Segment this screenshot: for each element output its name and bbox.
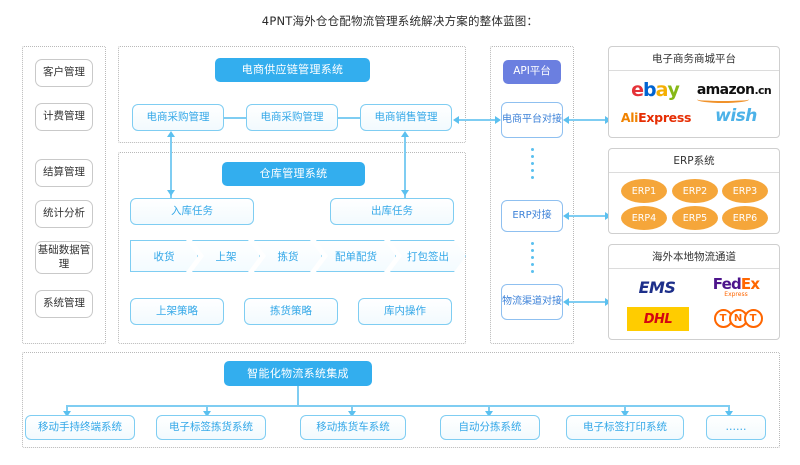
node-erp-adapter[interactable]: ERP对接	[501, 200, 563, 232]
node-putaway-strategy[interactable]: 上架策略	[130, 298, 224, 325]
link-purchase2-sales	[338, 117, 360, 119]
bottom-item-handheld[interactable]: 移动手持终端系统	[25, 415, 135, 440]
wish-logo: wish	[715, 106, 757, 126]
bottom-arrow-4	[485, 411, 493, 417]
sidebar-item-master-data[interactable]: 基础数据管理	[35, 241, 93, 274]
arrow-wms-to-inbound	[167, 190, 175, 196]
ems-logo: EMS	[638, 277, 676, 297]
panel-ecommerce-title: 电子商务商城平台	[609, 47, 779, 71]
node-ecom-sales[interactable]: 电商销售管理	[360, 104, 452, 131]
panel-erp-title: ERP系统	[609, 149, 779, 173]
erp-item-5[interactable]: ERP5	[672, 206, 718, 230]
fedex-express-label: Express	[724, 290, 748, 298]
node-ecom-purchase-2[interactable]: 电商采购管理	[246, 104, 338, 131]
link-wms-to-outbound	[404, 160, 406, 190]
bottom-item-picking-cart[interactable]: 移动拣货车系统	[300, 415, 406, 440]
link-adapter-to-erp-panel	[569, 215, 605, 217]
node-ecom-platform-adapter[interactable]: 电商平台对接	[501, 102, 563, 138]
erp-item-4[interactable]: ERP4	[621, 206, 667, 230]
arrow-wms-to-outbound	[401, 190, 409, 196]
bottom-item-dps-picking[interactable]: 电子标签拣货系统	[156, 415, 266, 440]
node-outbound-task[interactable]: 出库任务	[330, 198, 454, 225]
sidebar-item-statistics[interactable]: 统计分析	[35, 200, 93, 228]
bottom-arrow-3	[348, 411, 356, 417]
erp-item-3[interactable]: ERP3	[722, 179, 768, 203]
arrow-outbound-up	[401, 131, 409, 137]
node-picking-strategy[interactable]: 拣货策略	[244, 298, 338, 325]
link-adapter-to-ecom-panel	[569, 119, 605, 121]
node-logistics-adapter[interactable]: 物流渠道对接	[501, 284, 563, 320]
api-platform-header: API平台	[503, 60, 561, 84]
erp-item-1[interactable]: ERP1	[621, 179, 667, 203]
link-sales-to-adapter	[459, 119, 495, 121]
sidebar-item-billing[interactable]: 计费管理	[35, 103, 93, 131]
arrow-erp-panel-to-adapter	[563, 212, 569, 220]
erp-item-6[interactable]: ERP6	[722, 206, 768, 230]
link-wms-to-inbound	[170, 160, 172, 190]
link-purchase1-purchase2	[224, 117, 246, 119]
adapter-ellipsis-1	[531, 148, 534, 179]
node-inbound-task[interactable]: 入库任务	[130, 198, 254, 225]
process-step-sorting[interactable]: 配单配货	[316, 240, 396, 272]
node-inwarehouse-operation[interactable]: 库内操作	[358, 298, 452, 325]
fedex-logo: FedEx Express	[712, 274, 760, 298]
amazon-cn-logo: amazon.cn	[695, 80, 773, 103]
panel-erp-systems: ERP系统 ERP1 ERP2 ERP3 ERP4 ERP5 ERP6	[608, 148, 780, 234]
bottom-arrow-5	[621, 411, 629, 417]
sidebar-item-system[interactable]: 系统管理	[35, 290, 93, 318]
bottom-arrow-2	[203, 411, 211, 417]
arrow-logistics-panel-to-adapter	[563, 298, 569, 306]
adapter-ellipsis-2	[531, 242, 534, 273]
bottom-trunk	[297, 386, 299, 406]
warehouse-header: 仓库管理系统	[222, 162, 365, 186]
amazon-smile-icon	[697, 96, 749, 103]
supply-chain-header: 电商供应链管理系统	[215, 58, 370, 82]
bottom-header: 智能化物流系统集成	[224, 361, 372, 386]
bottom-bus	[66, 405, 728, 407]
arrow-ecom-panel-to-adapter	[563, 116, 569, 124]
erp-item-2[interactable]: ERP2	[672, 179, 718, 203]
page-title: 4PNT海外仓仓配物流管理系统解决方案的整体蓝图：	[261, 14, 539, 28]
bottom-arrow-1	[63, 411, 71, 417]
panel-logistics-title: 海外本地物流通道	[609, 245, 779, 269]
arrow-sales-to-adapter	[495, 116, 501, 124]
process-step-receiving[interactable]: 收货	[130, 240, 198, 272]
bottom-arrow-6	[725, 411, 733, 417]
bottom-item-auto-sorting[interactable]: 自动分拣系统	[440, 415, 540, 440]
bottom-item-label-printing[interactable]: 电子标签打印系统	[566, 415, 684, 440]
sidebar-item-customer[interactable]: 客户管理	[35, 59, 93, 87]
process-step-packing[interactable]: 打包签出	[390, 240, 466, 272]
sidebar-item-settlement[interactable]: 结算管理	[35, 159, 93, 187]
node-ecom-purchase-1[interactable]: 电商采购管理	[132, 104, 224, 131]
link-adapter-to-logistics-panel	[569, 301, 605, 303]
arrow-inbound-up	[167, 131, 175, 137]
dhl-logo: DHL	[627, 307, 689, 331]
arrow-adapter-to-sales	[453, 116, 459, 124]
process-step-putaway[interactable]: 上架	[192, 240, 260, 272]
bottom-item-more[interactable]: ……	[706, 415, 766, 440]
